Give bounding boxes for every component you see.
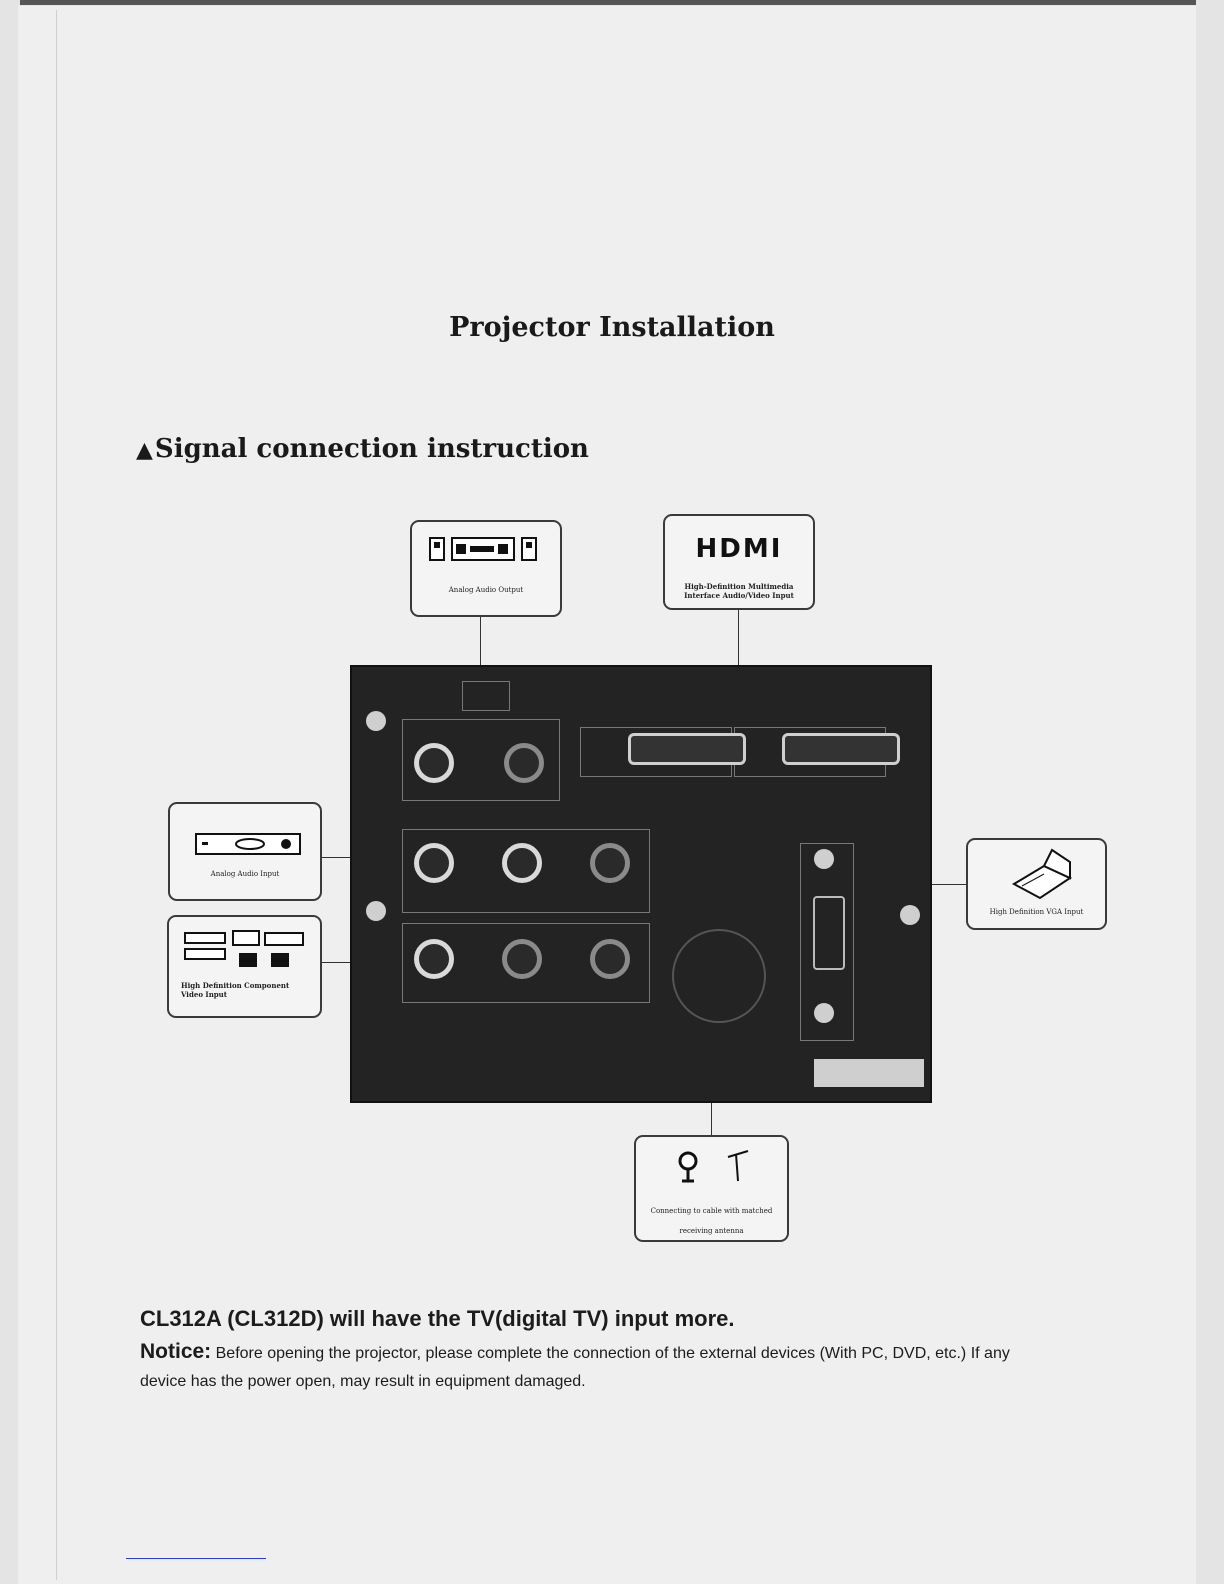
tv-input-note: CL312A (CL312D) will have the TV(digital… (140, 1306, 735, 1331)
hdmi1-port (628, 733, 746, 765)
s-video-connector (672, 929, 766, 1023)
notice-paragraph: Notice: Before opening the projector, pl… (140, 1338, 1020, 1396)
projector-io-panel (350, 665, 932, 1103)
vga-caption: High Definition VGA Input (989, 908, 1084, 916)
mount-hole (814, 849, 834, 869)
connector-line-audio-out (480, 616, 481, 666)
audio-amplifier-icon (429, 537, 537, 561)
antenna-icon (678, 1150, 749, 1183)
footer-rule (126, 1558, 266, 1559)
antenna-caption-line1: Connecting to cable with matched (650, 1207, 773, 1215)
page-title: Projector Installation (449, 312, 775, 343)
hdmi-logo: HDMI (695, 534, 783, 564)
component-video-caption: High Definition Component Video Input (181, 981, 290, 999)
connector-line-hdmi (738, 610, 739, 666)
triangle-marker-icon: ▲ (136, 437, 153, 463)
header-connector (462, 681, 510, 711)
connector-line-component (321, 962, 351, 963)
mount-hole (900, 905, 920, 925)
component-section (402, 923, 650, 1003)
section-heading: ▲Signal connection instruction (136, 434, 589, 464)
page-spine-line (56, 10, 57, 1580)
vga-socket (813, 896, 845, 970)
connector-line-antenna (711, 1103, 712, 1136)
hdmi-input-box: HDMI High-Definition Multimedia Interfac… (663, 514, 815, 610)
vga-port (800, 843, 854, 1041)
mount-hole (366, 711, 386, 731)
component-pb-jack (502, 939, 542, 979)
video-in-jack (414, 843, 454, 883)
mount-hole (366, 901, 386, 921)
component-pr-jack (590, 939, 630, 979)
connector-line-audio-in (321, 857, 351, 858)
connector-line-vga (931, 884, 967, 885)
analog-audio-input-box: Analog Audio Input (168, 802, 322, 901)
mount-hole (814, 1003, 834, 1023)
video-devices-icon (184, 930, 304, 967)
hdmi2-port (782, 733, 900, 765)
audio-out-right-jack (504, 743, 544, 783)
page-top-edge (20, 0, 1196, 5)
component-video-input-box: High Definition Component Video Input (167, 915, 322, 1018)
notice-text: Before opening the projector, please com… (140, 1345, 1010, 1390)
section-heading-text: Signal connection instruction (154, 434, 589, 464)
notice-label: Notice: (140, 1340, 212, 1363)
antenna-caption-line2: receiving antenna (679, 1227, 744, 1235)
analog-audio-output-caption: Analog Audio Output (448, 586, 524, 594)
video-audio-in-section (402, 829, 650, 913)
analog-audio-input-caption: Analog Audio Input (210, 870, 280, 878)
dip-switch-block (814, 1059, 924, 1087)
antenna-input-box: Connecting to cable with matched receivi… (634, 1135, 789, 1242)
dvd-player-icon (195, 833, 301, 855)
component-y-jack (414, 939, 454, 979)
analog-audio-output-box: Analog Audio Output (410, 520, 562, 617)
vga-input-box: High Definition VGA Input (966, 838, 1107, 930)
audio-in-left-jack (502, 843, 542, 883)
audio-out-left-jack (414, 743, 454, 783)
audio-out-section (402, 719, 560, 801)
laptop-icon (1011, 848, 1073, 900)
audio-in-right-jack (590, 843, 630, 883)
hdmi-caption: High-Definition Multimedia Interface Aud… (684, 582, 794, 600)
